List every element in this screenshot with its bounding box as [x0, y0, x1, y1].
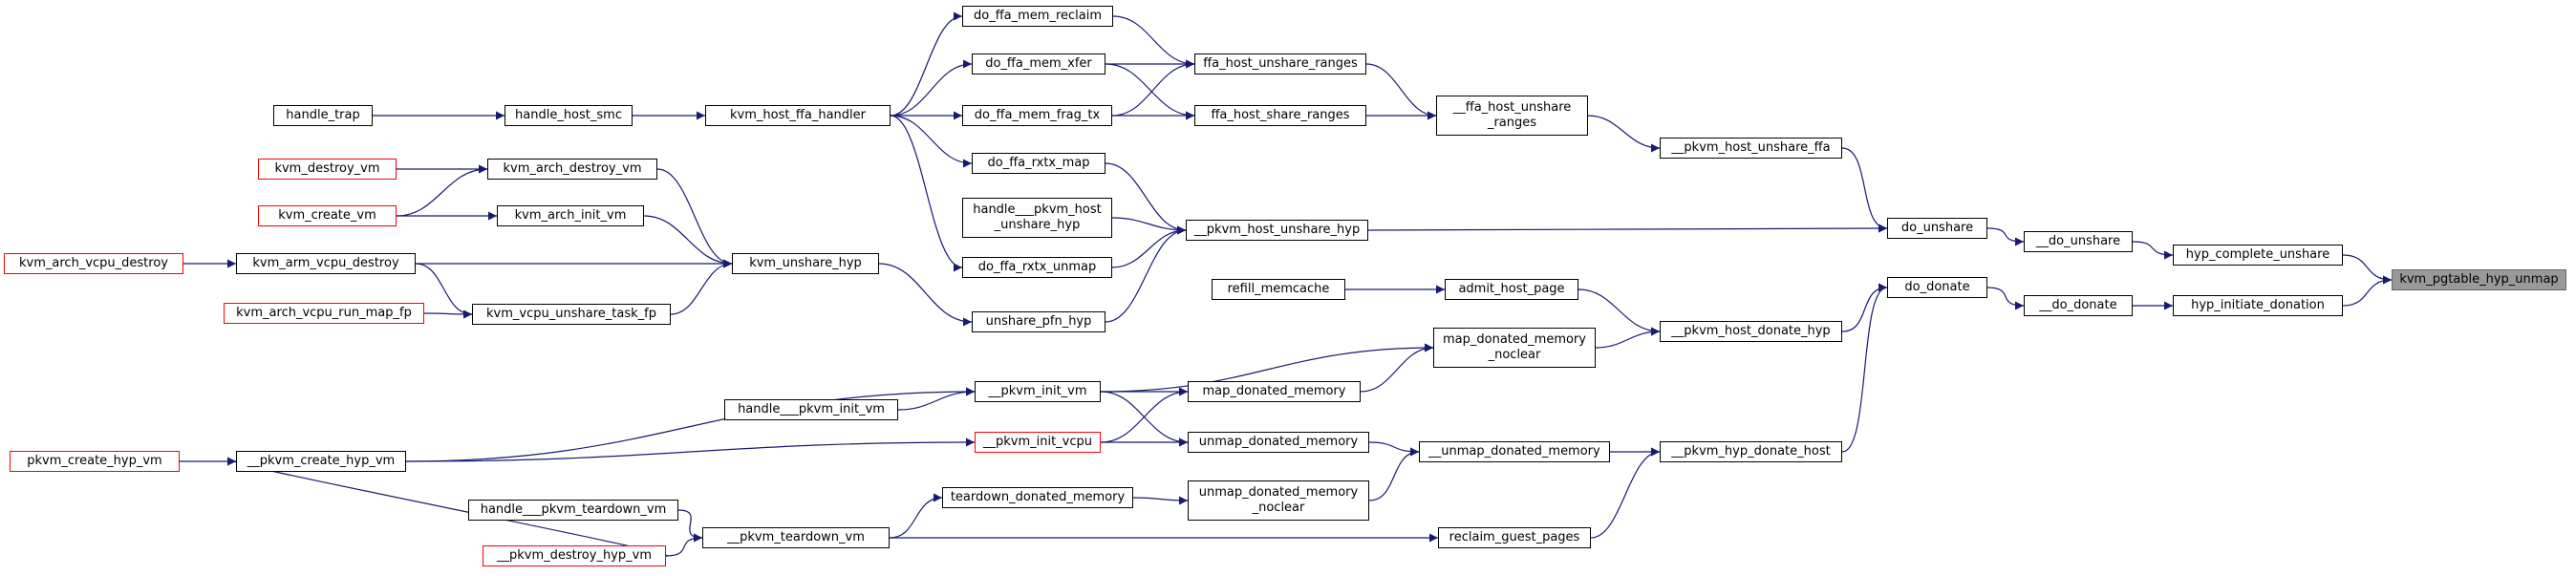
- edge-map-donated-memory-noclear-to-pkvm-host-donate-hyp: [1595, 327, 1661, 349]
- edge-ffa-host-unshare-ranges-to-ffa-host-unshare-ranges: [1365, 63, 1437, 120]
- node-pkvm-hyp-donate-host[interactable]: __pkvm_hyp_donate_host: [1660, 441, 1842, 462]
- node-kvm-unshare-hyp[interactable]: kvm_unshare_hyp: [732, 253, 879, 274]
- edge-pkvm-host-unshare-hyp-to-do-unshare: [1367, 224, 1888, 233]
- node-kvm-arch-vcpu-destroy[interactable]: kvm_arch_vcpu_destroy: [4, 253, 183, 274]
- edge-do-ffa-rxtx-map-to-pkvm-host-unshare-hyp: [1105, 162, 1187, 235]
- node-pkvm-destroy-hyp-vm[interactable]: __pkvm_destroy_hyp_vm: [483, 545, 666, 566]
- edge-kvm-vcpu-unshare-task-fp-to-kvm-unshare-hyp: [670, 259, 733, 315]
- node-pkvm-create-hyp-vm[interactable]: pkvm_create_hyp_vm: [10, 451, 180, 472]
- edge-map-donated-memory-to-map-donated-memory-noclear: [1360, 343, 1434, 393]
- edge-teardown-donated-memory-to-unmap-donated-memory-noclear: [1132, 496, 1189, 505]
- node-handle-pkvm-init-vm[interactable]: handle___pkvm_init_vm: [724, 399, 898, 420]
- node-do-ffa-mem-xfer[interactable]: do_ffa_mem_xfer: [972, 53, 1106, 75]
- node-ffa-host-unshare-ranges[interactable]: ffa_host_unshare_ranges: [1194, 53, 1366, 75]
- node-handle-pkvm-host-unshare-hyp[interactable]: handle___pkvm_host _unshare_hyp: [962, 198, 1112, 238]
- node-kvm-arch-destroy-vm[interactable]: kvm_arch_destroy_vm: [487, 159, 657, 180]
- node-pkvm-teardown-vm[interactable]: __pkvm_teardown_vm: [702, 527, 890, 548]
- edge-unmap-donated-memory-noclear-to-unmap-donated-memory: [1368, 447, 1420, 501]
- edge-kvm-arch-destroy-vm-to-kvm-unshare-hyp: [656, 168, 733, 268]
- node-refill-memcache[interactable]: refill_memcache: [1212, 279, 1345, 300]
- node-kvm-create-vm[interactable]: kvm_create_vm: [258, 205, 397, 226]
- node-unmap-donated-memory[interactable]: unmap_donated_memory: [1188, 432, 1369, 453]
- node-map-donated-memory-noclear[interactable]: map_donated_memory _noclear: [1433, 328, 1596, 368]
- edge-unshare-pfn-hyp-to-pkvm-host-unshare-hyp: [1105, 225, 1187, 323]
- edge-kvm-arch-vcpu-run-map-fp-to-kvm-vcpu-unshare-task-fp: [423, 309, 473, 319]
- node-ffa-host-share-ranges[interactable]: ffa_host_share_ranges: [1194, 105, 1366, 126]
- node-kvm-arch-vcpu-run-map-fp[interactable]: kvm_arch_vcpu_run_map_fp: [224, 303, 424, 324]
- edge-pkvm-create-hyp-vm-to-pkvm-init-vcpu: [405, 437, 976, 462]
- node-do-ffa-mem-frag-tx[interactable]: do_ffa_mem_frag_tx: [962, 105, 1112, 126]
- edge-admit-host-page-to-pkvm-host-donate-hyp: [1578, 288, 1661, 336]
- node-do-unshare[interactable]: do_unshare: [1887, 218, 1987, 239]
- node-hyp-initiate-donation[interactable]: hyp_initiate_donation: [2173, 295, 2343, 316]
- node-kvm-arch-init-vm[interactable]: kvm_arch_init_vm: [497, 205, 644, 226]
- node-unshare-pfn-hyp[interactable]: unshare_pfn_hyp: [972, 311, 1106, 332]
- node-pkvm-host-unshare-hyp[interactable]: __pkvm_host_unshare_hyp: [1186, 220, 1368, 241]
- node-kvm-host-ffa-handler[interactable]: kvm_host_ffa_handler: [705, 105, 891, 126]
- node-kvm-arm-vcpu-destroy[interactable]: kvm_arm_vcpu_destroy: [236, 253, 416, 274]
- edge-kvm-host-ffa-handler-to-do-ffa-mem-xfer: [890, 59, 973, 117]
- node-kvm-vcpu-unshare-task-fp[interactable]: kvm_vcpu_unshare_task_fp: [472, 304, 671, 325]
- node-kvm-destroy-vm[interactable]: kvm_destroy_vm: [258, 159, 397, 180]
- edge-kvm-host-ffa-handler-to-do-ffa-rxtx-map: [890, 115, 973, 168]
- node-hyp-complete-unshare[interactable]: hyp_complete_unshare: [2173, 245, 2343, 266]
- node-unmap-donated-memory-noclear[interactable]: unmap_donated_memory _noclear: [1188, 480, 1369, 521]
- node-pkvm-host-donate-hyp[interactable]: __pkvm_host_donate_hyp: [1660, 321, 1842, 342]
- edge-do-ffa-rxtx-unmap-to-pkvm-host-unshare-hyp: [1111, 225, 1187, 268]
- node-pkvm-host-unshare-ffa[interactable]: __pkvm_host_unshare_ffa: [1660, 138, 1842, 159]
- edge-pkvm-init-vm-to-unmap-donated-memory: [1100, 391, 1189, 447]
- edge-do-ffa-mem-xfer-to-ffa-host-share-ranges: [1105, 63, 1195, 120]
- edge-pkvm-create-hyp-vm-to-pkvm-init-vm: [405, 387, 976, 462]
- edge-do-ffa-mem-reclaim-to-ffa-host-unshare-ranges: [1112, 15, 1195, 69]
- edge-pkvm-teardown-vm-to-teardown-donated-memory: [889, 493, 943, 539]
- edge-do-unshare-to-hyp-complete-unshare: [2132, 241, 2174, 260]
- edge-kvm-unshare-hyp-to-unshare-pfn-hyp: [878, 263, 973, 327]
- node-do-donate[interactable]: do_donate: [1887, 277, 1987, 298]
- node-teardown-donated-memory[interactable]: teardown_donated_memory: [942, 487, 1133, 508]
- edge-reclaim-guest-pages-to-pkvm-hyp-donate-host: [1590, 447, 1661, 539]
- edge-pkvm-destroy-hyp-vm-to-pkvm-teardown-vm: [665, 533, 703, 557]
- edge-kvm-host-ffa-handler-to-do-ffa-rxtx-unmap: [890, 115, 963, 272]
- edge-pkvm-init-vm-to-map-donated-memory-noclear: [1100, 343, 1434, 393]
- node-do-ffa-mem-reclaim[interactable]: do_ffa_mem_reclaim: [962, 6, 1113, 27]
- node-pkvm-init-vm[interactable]: __pkvm_init_vm: [975, 381, 1101, 402]
- node-do-donate[interactable]: __do_donate: [2024, 295, 2133, 316]
- node-unmap-donated-memory[interactable]: __unmap_donated_memory: [1419, 441, 1610, 462]
- node-reclaim-guest-pages[interactable]: reclaim_guest_pages: [1438, 527, 1591, 548]
- edge-hyp-initiate-donation-to-root: [2342, 275, 2393, 307]
- node-handle-host-smc[interactable]: handle_host_smc: [504, 105, 633, 126]
- edge-ffa-host-unshare-ranges-to-pkvm-host-unshare-ffa: [1587, 115, 1661, 153]
- edge-kvm-create-vm-to-kvm-arch-destroy-vm: [396, 164, 488, 217]
- node-handle-pkvm-teardown-vm[interactable]: handle___pkvm_teardown_vm: [468, 500, 678, 521]
- node-pkvm-init-vcpu[interactable]: __pkvm_init_vcpu: [975, 432, 1101, 453]
- node-root: kvm_pgtable_hyp_unmap: [2392, 269, 2566, 290]
- edge-kvm-arch-init-vm-to-kvm-unshare-hyp: [643, 215, 733, 268]
- node-ffa-host-unshare-ranges[interactable]: __ffa_host_unshare _ranges: [1436, 96, 1588, 136]
- edge-do-unshare-to-do-unshare: [1986, 227, 2025, 246]
- node-do-ffa-rxtx-map[interactable]: do_ffa_rxtx_map: [972, 153, 1106, 174]
- edge-do-ffa-mem-frag-tx-to-ffa-host-unshare-ranges: [1111, 59, 1195, 117]
- edge-pkvm-hyp-donate-host-to-do-donate: [1841, 283, 1888, 453]
- node-do-unshare[interactable]: __do_unshare: [2024, 231, 2133, 252]
- node-pkvm-create-hyp-vm[interactable]: __pkvm_create_hyp_vm: [236, 451, 406, 472]
- edge-handle-pkvm-host-unshare-hyp-to-pkvm-host-unshare-hyp: [1111, 217, 1187, 235]
- node-handle-trap[interactable]: handle_trap: [273, 105, 373, 126]
- node-admit-host-page[interactable]: admit_host_page: [1445, 279, 1578, 300]
- node-do-ffa-rxtx-unmap[interactable]: do_ffa_rxtx_unmap: [962, 257, 1112, 278]
- node-map-donated-memory[interactable]: map_donated_memory: [1188, 381, 1361, 402]
- edge-do-donate-to-do-donate: [1986, 287, 2025, 310]
- edge-kvm-host-ffa-handler-to-do-ffa-mem-reclaim: [890, 11, 963, 117]
